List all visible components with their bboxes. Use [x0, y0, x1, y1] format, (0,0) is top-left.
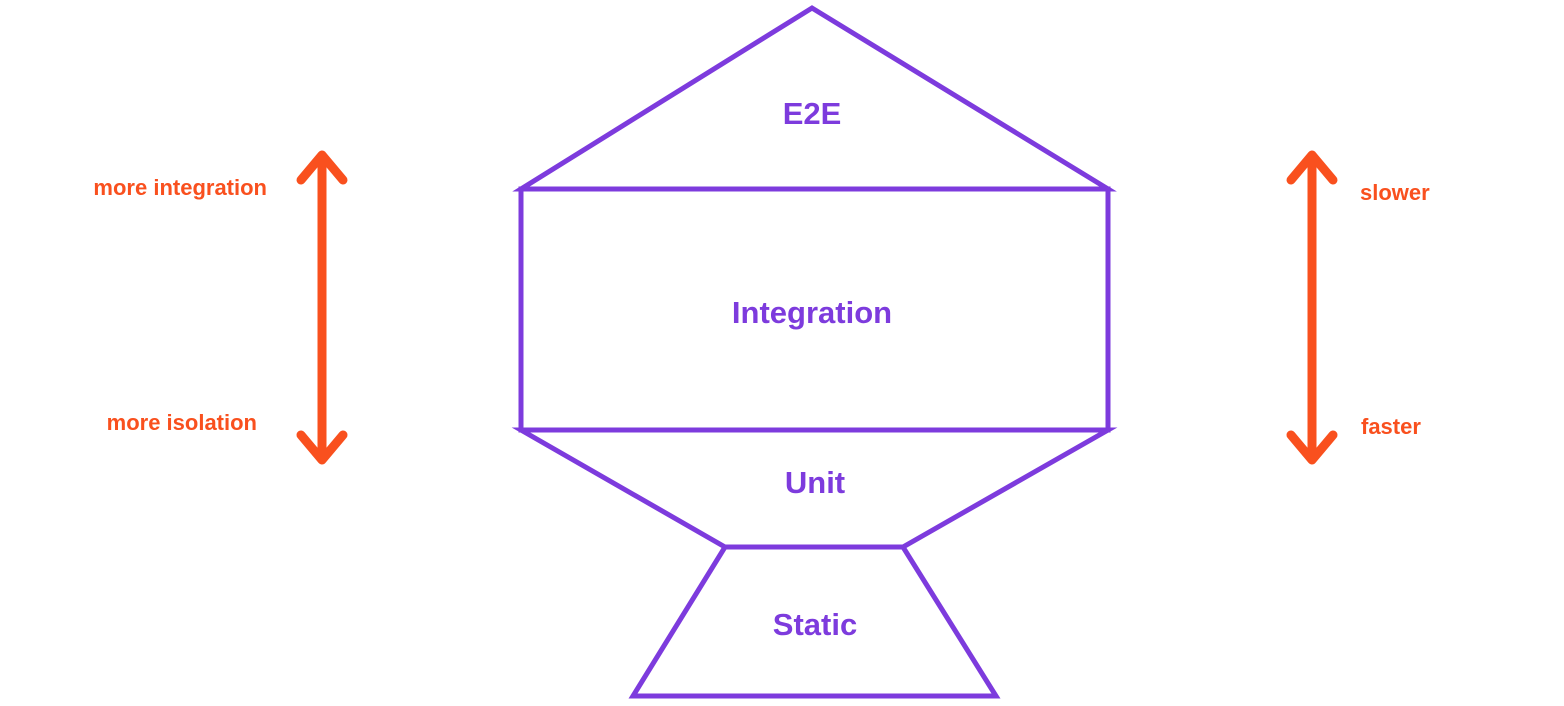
layer-label-unit: Unit [784, 465, 846, 500]
left-axis-bottom-label: more isolation [106, 410, 257, 435]
right-axis-arrowhead-up-icon [1286, 150, 1338, 185]
left-axis-arrowhead-up-icon [296, 150, 348, 185]
right-axis-arrowhead-down-icon [1286, 430, 1338, 465]
shape-static-trapezoid [628, 544, 1001, 699]
left-axis-arrowhead-down-icon [296, 430, 348, 465]
layer-label-static: Static [772, 607, 858, 642]
layer-label-e2e: E2E [782, 96, 842, 131]
right-axis-top-label: slower [1360, 180, 1430, 205]
right-axis-bottom-label: faster [1361, 414, 1421, 439]
left-axis-top-label: more integration [93, 175, 267, 200]
layer-label-integration: Integration [731, 295, 893, 330]
